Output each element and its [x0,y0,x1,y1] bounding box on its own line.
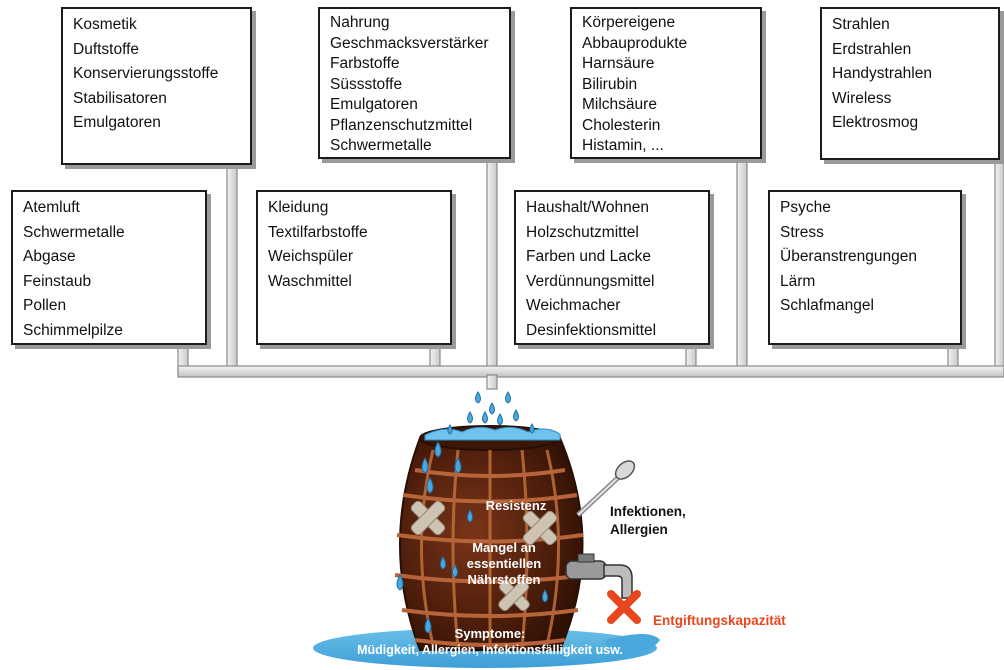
list-item: Milchsäure [582,96,657,113]
list-item: Schwermetalle [330,137,432,154]
list-item: Histamin, ... [582,137,664,154]
symptome-text: Müdigkeit, Allergien, Infektionsfälligke… [357,643,623,657]
red-x-icon [607,590,641,624]
list-item: Pollen [23,297,67,314]
list-item: Abgase [23,248,76,265]
list-item: Konservierungsstoffe [73,65,219,82]
list-item: Desinfektionsmittel [526,321,657,339]
list-item: Erdstrahlen [832,40,912,58]
list-item: Lärm [780,272,816,290]
infektionen-label: Infektionen, Allergien [610,503,720,539]
list-item: Schimmelpilze [23,321,123,339]
tap [565,553,633,609]
source-box-nahrung: Nahrung Geschmacksverstärker Farbstoffe … [318,7,511,159]
list-item: Verdünnungsmittel [526,272,655,290]
mangel-label: Mangel an essentiellen Nährstoffen [448,540,560,588]
symptome-title: Symptome: [454,626,526,641]
source-box-strahlen: Strahlen Erdstrahlen Handystrahlen Wirel… [820,7,1000,160]
list-item: Handystrahlen [832,65,932,82]
resistenz-label: Resistenz [485,498,547,513]
list-item: Schlafmangel [780,297,874,314]
entgiftung-label: Entgiftungskapazität [653,613,786,628]
list-item: Süssstoffe [330,75,403,93]
list-item: Holzschutzmittel [526,223,639,241]
list-item: Stress [780,223,824,241]
list-item: Emulgatoren [330,96,418,113]
list-item: Kleidung [268,199,329,216]
source-box-kosmetik: Kosmetik Duftstoffe Konservierungsstoffe… [61,7,252,165]
list-item: Abbauprodukte [582,34,688,52]
nail [576,460,636,517]
source-box-psyche: Psyche Stress Überanstrengungen Lärm Sch… [768,190,962,345]
list-item: Weichspüler [268,248,354,265]
list-item: Farbstoffe [330,55,400,72]
source-box-kleidung: Kleidung Textilfarbstoffe Weichspüler Wa… [256,190,452,345]
list-item: Überanstrengungen [780,248,918,265]
mangel-line-2: essentiellen [466,556,542,571]
list-item: Wireless [832,89,892,107]
list-item: Waschmittel [268,272,352,290]
list-item: Elektrosmog [832,114,919,131]
list-item: Textilfarbstoffe [268,223,368,241]
list-item: Haushalt/Wohnen [526,199,649,216]
list-item: Farben und Lacke [526,248,651,265]
source-box-koerpereigene: Körpereigene Abbauprodukte Harnsäure Bil… [570,7,762,159]
list-item: Feinstaub [23,272,92,290]
barrel [394,425,586,651]
list-item: Atemluft [23,199,80,216]
infektionen-line-1: Infektionen, [610,504,686,519]
list-item: Schwermetalle [23,223,125,241]
list-item: Cholesterin [582,116,661,134]
list-item: Nahrung [330,14,390,31]
mangel-line-1: Mangel an [472,540,536,555]
list-item: Harnsäure [582,55,655,72]
list-item: Bilirubin [582,75,638,93]
infektionen-line-2: Allergien [610,522,668,537]
list-item: Psyche [780,199,831,216]
list-item: Körpereigene [582,14,676,31]
list-item: Weichmacher [526,297,621,314]
list-item: Duftstoffe [73,40,140,58]
list-item: Strahlen [832,16,890,33]
water-drops [396,391,548,634]
list-item: Stabilisatoren [73,89,167,107]
list-item: Emulgatoren [73,114,161,131]
list-item: Pflanzenschutzmittel [330,116,473,134]
mangel-line-3: Nährstoffen [467,572,541,587]
list-item: Geschmacksverstärker [330,34,489,52]
source-box-atemluft: Atemluft Schwermetalle Abgase Feinstaub … [11,190,207,345]
list-item: Kosmetik [73,16,137,33]
source-box-haushalt: Haushalt/Wohnen Holzschutzmittel Farben … [514,190,710,345]
